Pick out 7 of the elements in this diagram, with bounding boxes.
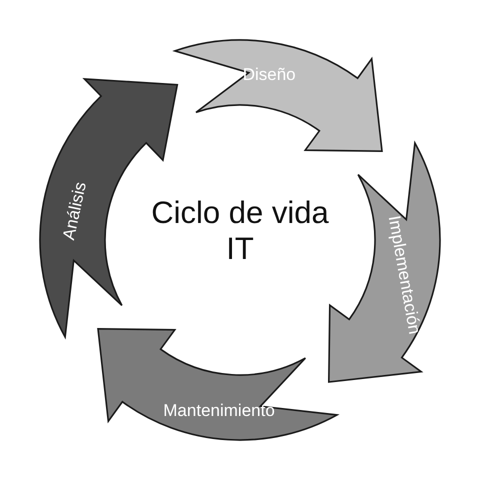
curved-arrow-shape — [174, 39, 383, 152]
curved-arrow-shape — [97, 328, 338, 441]
stage-label: Mantenimiento — [163, 400, 275, 421]
center-title: Ciclo de vida IT — [150, 195, 330, 267]
stage-label: Análisis — [58, 180, 90, 242]
stage-label: Diseño — [242, 64, 296, 85]
curved-arrow-shape — [328, 142, 441, 383]
